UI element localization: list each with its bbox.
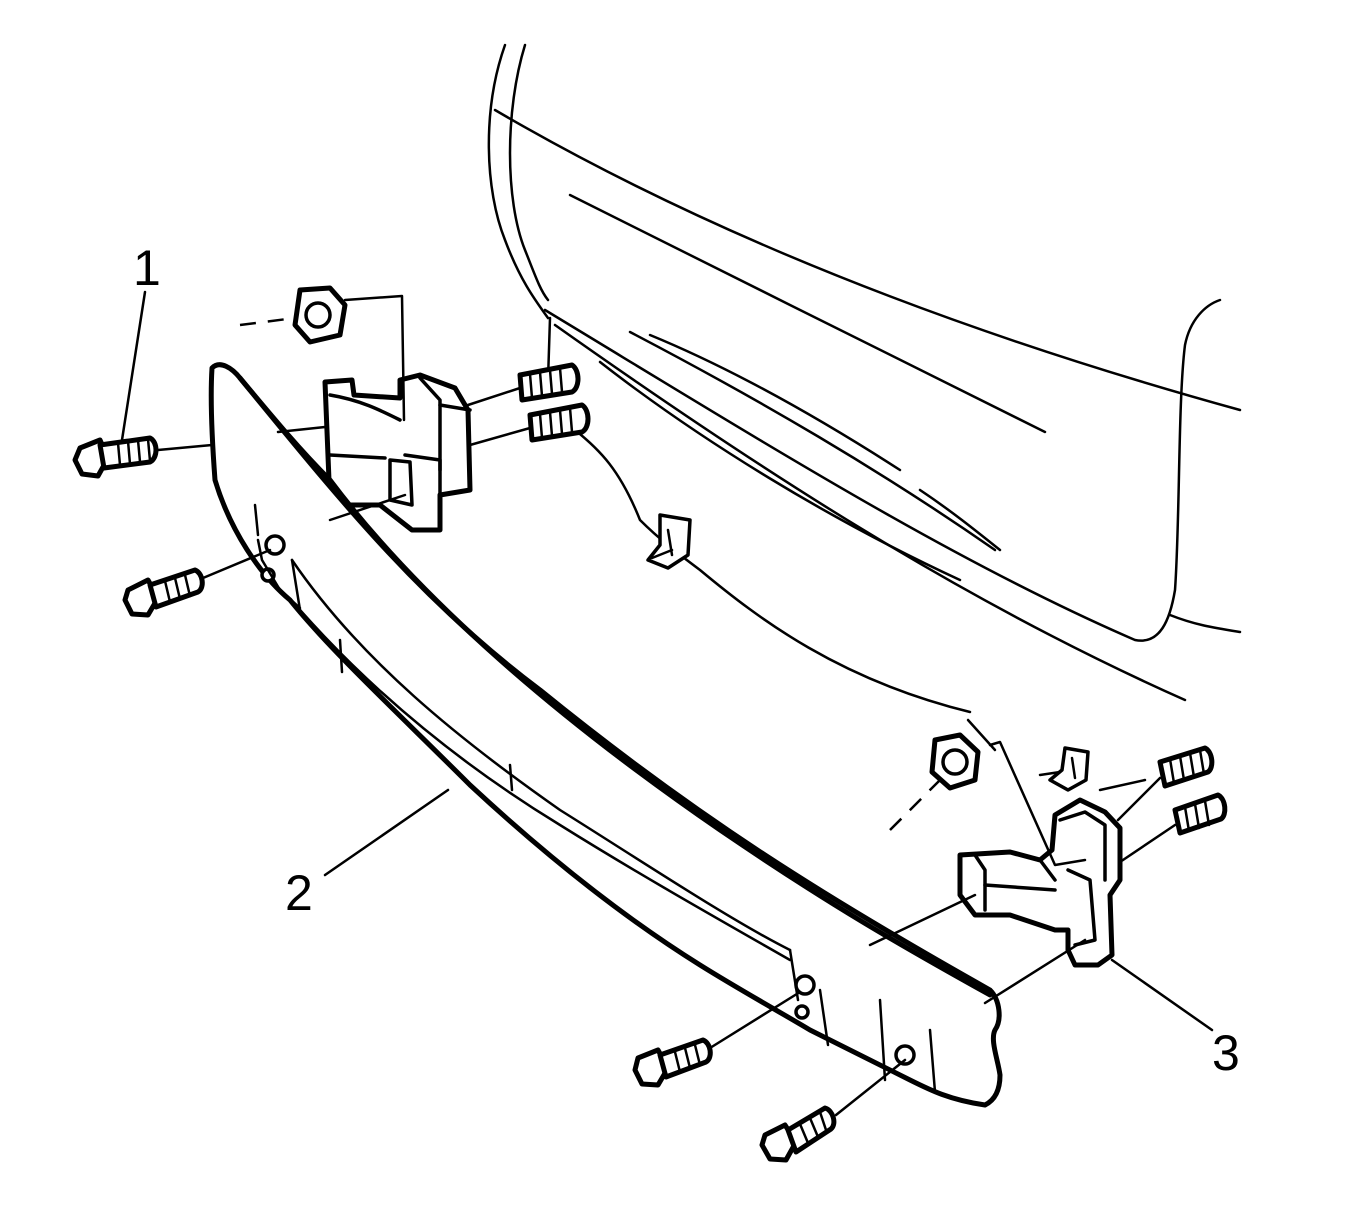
bumper-impact-bar bbox=[208, 362, 1003, 1108]
right-stud-guide-lines bbox=[1098, 776, 1177, 864]
callout-label-3: 3 bbox=[1212, 1025, 1240, 1081]
bolt-upper-left bbox=[72, 435, 214, 479]
vehicle-front-body bbox=[487, 43, 1242, 702]
callout-3: 3 bbox=[1110, 958, 1240, 1081]
wire-clip-center bbox=[646, 513, 692, 570]
callout-label-1: 1 bbox=[133, 240, 161, 296]
left-stud-lower bbox=[527, 402, 591, 443]
callout-2: 2 bbox=[285, 788, 450, 921]
bolt-left-lower bbox=[122, 548, 272, 618]
left-stud-guide-lines bbox=[466, 386, 532, 447]
wire-harness bbox=[573, 428, 972, 714]
right-flange-nut bbox=[889, 718, 1087, 867]
left-mounting-bracket bbox=[322, 372, 473, 533]
bolt-right-lower bbox=[759, 1058, 907, 1163]
right-stud-upper bbox=[1157, 745, 1215, 789]
left-flange-nut bbox=[239, 285, 406, 422]
right-stud-lower bbox=[1172, 792, 1228, 836]
right-mounting-bracket bbox=[957, 797, 1123, 968]
wire-clip-right bbox=[1038, 746, 1090, 792]
callout-1: 1 bbox=[120, 240, 161, 442]
callout-label-2: 2 bbox=[285, 865, 313, 921]
bracket-guide-lines bbox=[276, 425, 1087, 1005]
bolt-right-upper bbox=[632, 990, 802, 1088]
left-stud-upper bbox=[517, 362, 581, 403]
